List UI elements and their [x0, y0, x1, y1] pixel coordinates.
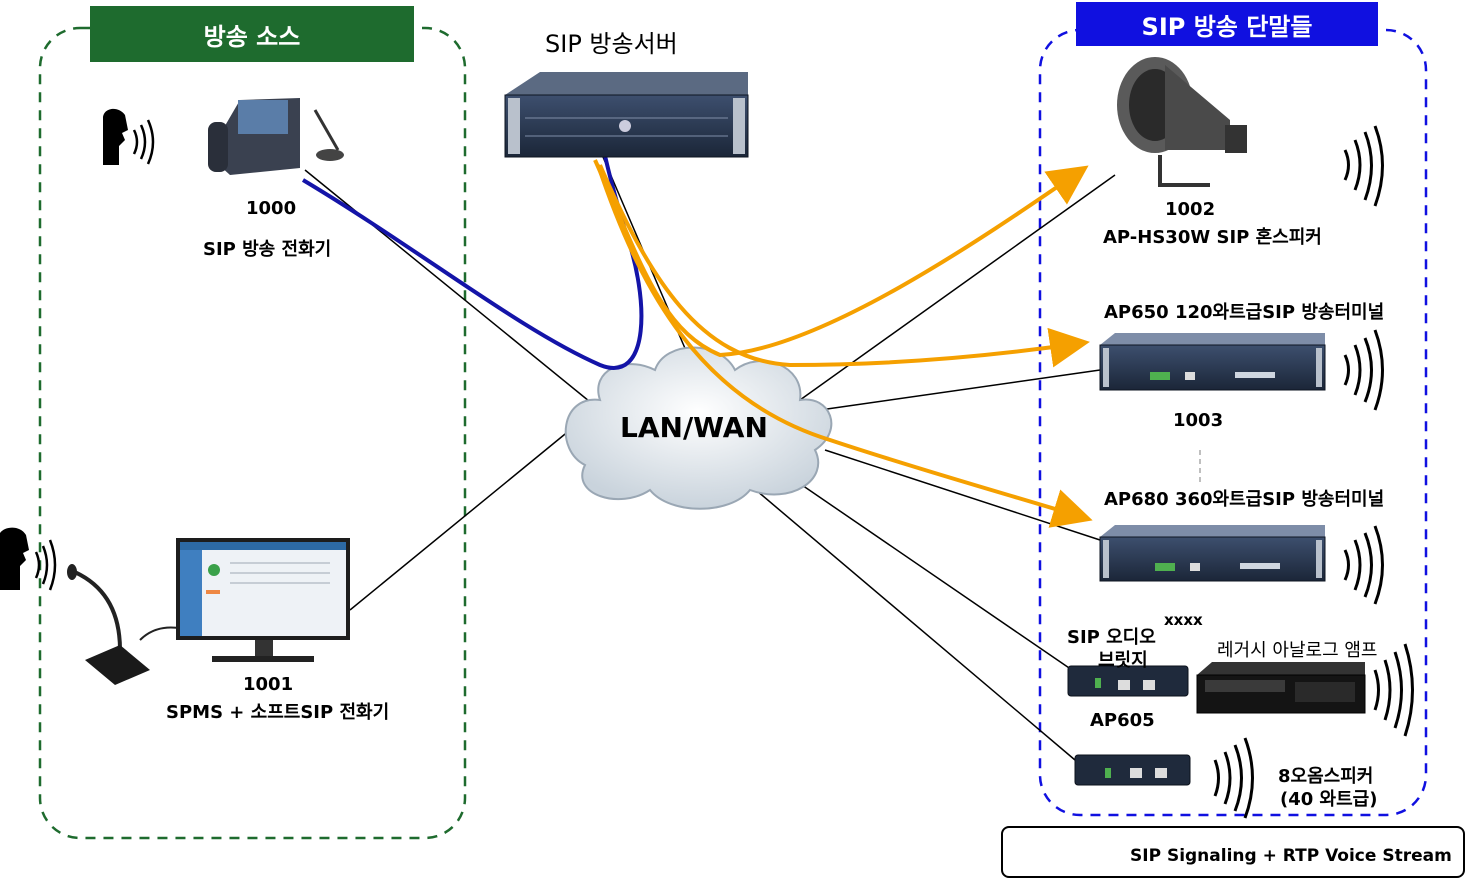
cloud-label: LAN/WAN — [620, 411, 768, 444]
server-title: SIP 방송서버 — [545, 30, 678, 58]
audio-bridge-icon-2 — [1074, 754, 1191, 786]
source-group-frame — [38, 26, 467, 840]
ap650-terminal-icon — [1099, 333, 1326, 391]
pc-monitor-icon — [176, 538, 350, 662]
bridge-model: AP605 — [1090, 710, 1155, 731]
sip-server-icon — [504, 72, 749, 158]
pc-name: SPMS + 소프트SIP 전화기 — [166, 702, 390, 723]
ap605-bridge-icon — [1067, 665, 1189, 697]
legacy-amp-label: 레거시 아날로그 앰프 — [1217, 640, 1378, 661]
legacy-amplifier-icon — [1196, 662, 1366, 714]
bridge-name-line2: 브릿지 — [1098, 650, 1148, 671]
ap680-terminal-icon — [1099, 525, 1326, 582]
legend-label: SIP Signaling + RTP Voice Stream — [1130, 846, 1452, 866]
phone-name: SIP 방송 전화기 — [203, 239, 332, 260]
pc-extension: 1001 — [243, 674, 294, 695]
horn-extension: 1002 — [1165, 199, 1216, 220]
speaker-label-line1: 8오옴스피커 — [1278, 766, 1374, 787]
horn-speaker-icon — [1117, 57, 1247, 187]
ap650-name: AP650 120와트급SIP 방송터미널 — [1104, 302, 1385, 323]
phone-extension: 1000 — [246, 198, 297, 219]
speaker-label-line2: (40 와트급) — [1280, 789, 1378, 810]
speaker-head-icon-2 — [0, 527, 57, 591]
sound-wave-icons — [1213, 125, 1414, 819]
sip-phone-icon — [208, 98, 344, 175]
ap650-extension: 1003 — [1173, 410, 1224, 431]
desk-microphone-icon — [67, 564, 196, 685]
legend-box — [1001, 826, 1465, 878]
sip-signaling-path — [301, 102, 644, 370]
ap680-name: AP680 360와트급SIP 방송터미널 — [1104, 489, 1385, 510]
bridge-name-line1: SIP 오디오 — [1067, 627, 1156, 648]
horn-name: AP-HS30W SIP 혼스피커 — [1103, 227, 1322, 248]
lan-wan-cloud — [564, 346, 833, 510]
source-group-title: 방송 소스 — [90, 6, 414, 62]
speaker-head-icon — [103, 108, 155, 165]
bridge-extension: xxxx — [1164, 611, 1203, 629]
audio-streams — [593, 159, 1093, 528]
terminals-group-title: SIP 방송 단말들 — [1076, 2, 1378, 46]
